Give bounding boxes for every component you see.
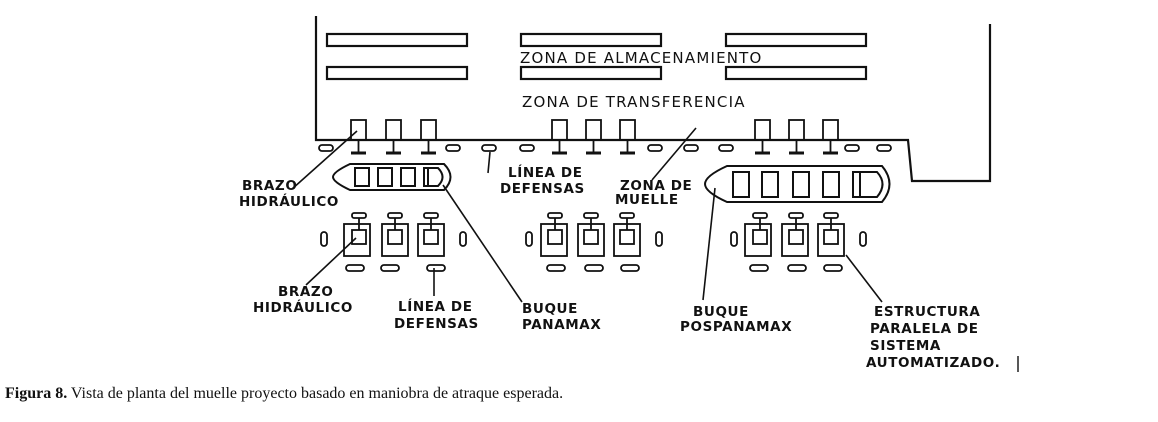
label-brazo-hidraulico-bottom-1: BRAZO (278, 284, 333, 300)
label-estructura-2: PARALELA DE (870, 321, 979, 337)
label-estructura-4: AUTOMATIZADO. (866, 355, 1000, 371)
label-brazo-hidraulico-top-2: HIDRÁULICO (239, 193, 339, 210)
label-linea-defensas-top-1: LÍNEA DE (508, 164, 583, 181)
storage-zone-bars (325, 32, 868, 81)
label-buque-pospanamax-1: BUQUE (693, 304, 749, 320)
diagram-labels: BRAZO HIDRÁULICO LÍNEA DE DEFENSAS ZONA … (239, 164, 1000, 371)
label-zona-muelle-1: ZONA DE (620, 178, 692, 194)
label-zona-almacenamiento: ZONA DE ALMACENAMIENTO (520, 49, 763, 67)
quay-fender-line (318, 144, 892, 152)
label-estructura-1: ESTRUCTURA (874, 304, 980, 320)
label-linea-defensas-bottom-1: LÍNEA DE (398, 298, 473, 315)
label-zona-transferencia: ZONA DE TRANSFERENCIA (522, 93, 746, 111)
caption-label: Figura 8. (5, 385, 68, 402)
terminal-outline (314, 16, 992, 183)
label-estructura-3: SISTEMA (870, 338, 941, 354)
caption-text: Vista de planta del muelle proyecto basa… (67, 385, 564, 402)
label-brazo-hidraulico-top-1: BRAZO (242, 178, 297, 194)
panamax-ship (331, 163, 452, 191)
label-buque-panamax-2: PANAMAX (522, 317, 601, 333)
label-brazo-hidraulico-bottom-2: HIDRÁULICO (253, 299, 353, 316)
pospanamax-ship (703, 165, 891, 203)
figure-caption: Figura 8. Vista de planta del muelle pro… (5, 385, 563, 403)
leader-lines (291, 127, 883, 303)
label-buque-panamax-1: BUQUE (522, 301, 578, 317)
dock-plan-diagram: ZONA DE ALMACENAMIENTO ZONA DE TRANSFERE… (239, 16, 1019, 372)
label-buque-pospanamax-2: POSPANAMAX (680, 319, 792, 335)
label-zona-muelle-2: MUELLE (615, 192, 679, 208)
top-hydraulic-arms (350, 119, 839, 155)
bottom-automated-structures (320, 212, 867, 272)
label-linea-defensas-bottom-2: DEFENSAS (394, 316, 479, 332)
label-linea-defensas-top-2: DEFENSAS (500, 181, 585, 197)
